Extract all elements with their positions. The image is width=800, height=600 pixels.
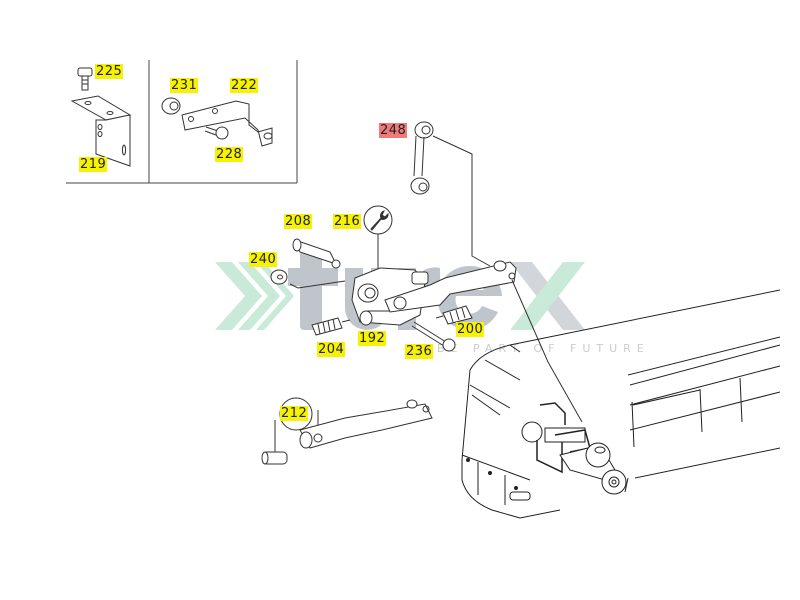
part-label-240[interactable]: 240 [249,252,278,267]
part-label-216[interactable]: 216 [333,214,362,229]
spring-204 [311,317,351,336]
part-label-200[interactable]: 200 [456,322,485,337]
part-label-236[interactable]: 236 [405,344,434,359]
part-label-228[interactable]: 228 [215,147,244,162]
screw-228 [204,126,229,140]
part-label-219[interactable]: 219 [79,157,108,172]
wrench-circle [363,205,393,270]
lever-arm [384,260,517,313]
bracket-219 [70,95,132,167]
nut-231 [161,97,181,115]
bus-outline [461,289,781,519]
bracket-222 [181,100,273,147]
part-label-225[interactable]: 225 [95,64,124,79]
inset-frame [66,60,298,184]
link-rod-248 [410,121,491,267]
washer-240 [270,269,346,289]
chevron-icon [215,262,262,330]
screw-236 [411,321,456,352]
part-label-208[interactable]: 208 [284,214,313,229]
watermark-tagline: BE PART OF FUTURE [437,342,650,355]
part-label-192[interactable]: 192 [358,331,387,346]
installed-valve [521,402,627,495]
part-label-204[interactable]: 204 [317,342,346,357]
part-label-231[interactable]: 231 [170,78,199,93]
bolt-225 [77,67,93,91]
chevron-icon [238,262,280,330]
part-label-248[interactable]: 248 [379,123,408,138]
part-label-222[interactable]: 222 [230,78,259,93]
part-label-212[interactable]: 212 [280,406,309,421]
valve-body-192 [351,267,429,326]
pin-208 [292,238,341,269]
spring-200 [435,305,473,325]
